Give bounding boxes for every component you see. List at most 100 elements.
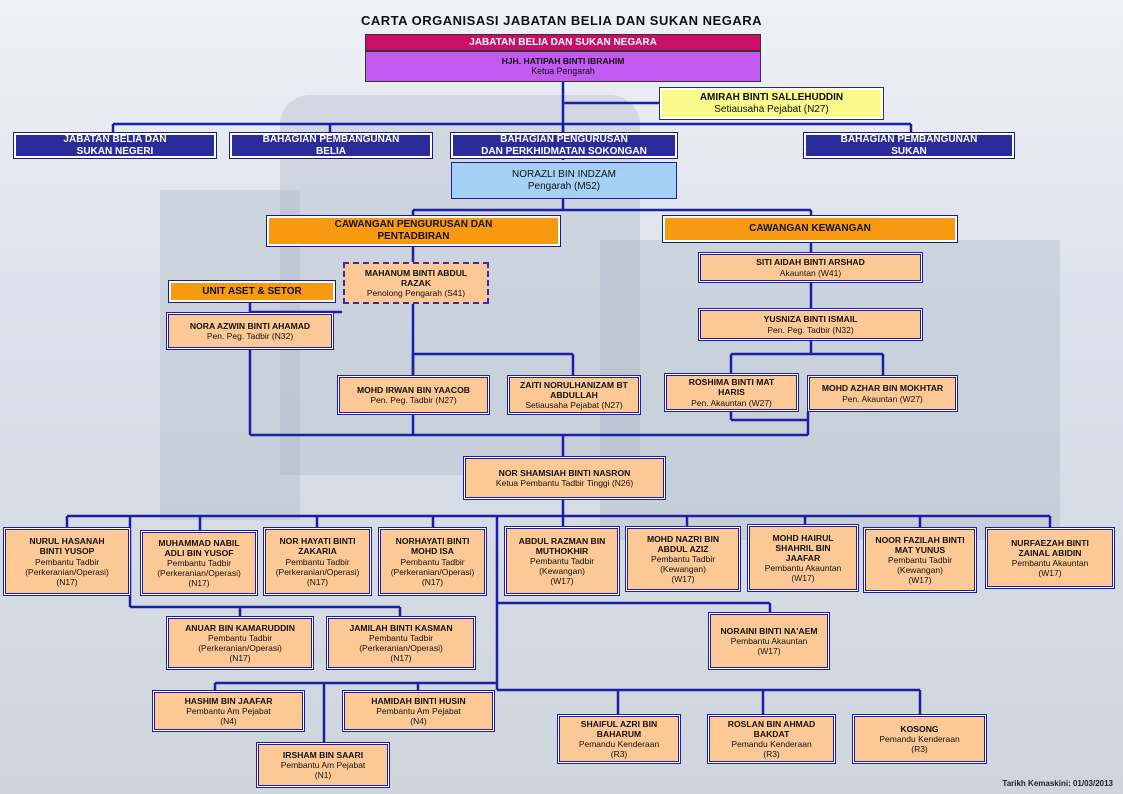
- person-grade: (W17): [1038, 568, 1062, 579]
- person-noraini: NORAINI BINTI NA'AEM Pembantu Akauntan (…: [708, 612, 830, 670]
- division-state-youth-sports: JABATAN BELIA DAN SUKAN NEGERI: [13, 132, 217, 159]
- person-yusniza: YUSNIZA BINTI ISMAIL Pen. Peg. Tadbir (N…: [698, 308, 923, 341]
- person-role: Pen. Peg. Tadbir (N32): [767, 324, 854, 335]
- person-role: Pembantu Tadbir: [166, 558, 232, 569]
- person-name: MOHD NAZRI BIN: [646, 533, 720, 544]
- person-name: MUHAMMAD NABIL: [158, 537, 240, 548]
- person-name: MAHANUM BINTI ABDUL: [364, 267, 468, 278]
- division-label-line1: JABATAN BELIA DAN: [63, 133, 167, 145]
- division-label-line2: BELIA: [316, 145, 346, 157]
- division-label-line2: DAN PERKHIDMATAN SOKONGAN: [481, 145, 647, 157]
- department-header: JABATAN BELIA DAN SUKAN NEGARA: [365, 34, 761, 51]
- division-label-line2: SUKAN: [891, 145, 927, 157]
- person-name-cont: MOHD ISA: [411, 546, 454, 557]
- director-general-role: Ketua Pengarah: [531, 66, 595, 77]
- person-role: Pembantu Tadbir: [650, 554, 716, 565]
- person-name: SITI AIDAH BINTI ARSHAD: [756, 257, 865, 268]
- person-shaiful: SHAIFUL AZRI BIN BAHARUM Pemandu Kendera…: [557, 714, 681, 764]
- person-role: Pembantu Am Pejabat: [186, 706, 271, 717]
- person-grade: (W17): [908, 575, 932, 586]
- branch-finance-label: CAWANGAN KEWANGAN: [749, 223, 871, 235]
- person-nora-azwin: NORA AZWIN BINTI AHAMAD Pen. Peg. Tadbir…: [166, 312, 334, 350]
- person-role-detail: (Perkeranian/Operasi): [390, 566, 475, 577]
- person-grade: (N17): [188, 578, 210, 589]
- person-grade: (R3): [610, 749, 628, 760]
- person-kosong: KOSONG Pemandu Kenderaan (R3): [852, 714, 987, 764]
- division-management-support: BAHAGIAN PENGURUSAN DAN PERKHIDMATAN SOK…: [450, 132, 678, 159]
- person-grade: (N17): [229, 653, 251, 664]
- person-grade: (W17): [550, 576, 574, 587]
- person-grade: (R3): [911, 744, 928, 755]
- person-name: MOHD AZHAR BIN MOKHTAR: [821, 383, 944, 394]
- person-name: MOHD IRWAN BIN YAACOB: [356, 384, 470, 395]
- person-name: NURUL HASANAH: [29, 536, 105, 547]
- branch-admin-line2: PENTADBIRAN: [377, 231, 450, 242]
- person-name: NORHAYATI BINTI: [395, 536, 470, 547]
- person-name: NOR SHAMSIAH BINTI NASRON: [498, 467, 631, 478]
- director-name: NORAZLI BIN INDZAM: [512, 168, 616, 180]
- person-grade: (W17): [757, 646, 781, 657]
- person-grade: (R3): [763, 749, 780, 760]
- person-siti-aidah: SITI AIDAH BINTI ARSHAD Akauntan (W41): [698, 252, 923, 283]
- person-role-detail: (Perkeranian/Operasi): [275, 566, 360, 577]
- person-name: ROSLAN BIN AHMAD: [727, 718, 816, 729]
- person-name: HASHIM BIN JAAFAR: [184, 695, 273, 706]
- person-abdul-razman: ABDUL RAZMAN BIN MUTHOKHIR Pembantu Tadb…: [504, 526, 620, 596]
- person-role: Pen. Akauntan (W27): [842, 393, 923, 404]
- person-irsham: IRSHAM BIN SAARI Pembantu Am Pejabat (N1…: [256, 742, 390, 788]
- person-name: YUSNIZA BINTI ISMAIL: [763, 314, 858, 325]
- person-role: Pembantu Tadbir: [887, 555, 953, 566]
- person-name: ROSHIMA BINTI MAT: [688, 377, 775, 388]
- person-nor-shamsiah: NOR SHAMSIAH BINTI NASRON Ketua Pembantu…: [463, 456, 666, 500]
- person-name-cont: ZAKARIA: [298, 546, 337, 557]
- person-role: Pembantu Akauntan: [764, 563, 842, 574]
- person-role: Pen. Peg. Tadbir (N32): [206, 331, 294, 342]
- person-zaiti: ZAITI NORULHANIZAM BT ABDULLAH Setiausah…: [507, 375, 641, 415]
- person-role: Pembantu Tadbir: [285, 556, 350, 567]
- person-role: Pembantu Tadbir: [207, 633, 273, 644]
- person-name: ABDUL RAZMAN BIN: [518, 535, 606, 546]
- person-grade: (N4): [220, 716, 237, 727]
- person-role: Ketua Pembantu Tadbir Tinggi (N26): [495, 478, 634, 489]
- person-mahanum: MAHANUM BINTI ABDUL RAZAK Penolong Penga…: [343, 262, 489, 304]
- person-name: NOOR FAZILAH BINTI: [875, 534, 965, 545]
- person-name-cont: BAHARUM: [596, 728, 642, 739]
- unit-asset-label: UNIT ASET & SETOR: [202, 285, 302, 297]
- person-role: Pembantu Tadbir: [368, 633, 434, 644]
- branch-admin: CAWANGAN PENGURUSAN DAN PENTADBIRAN: [266, 215, 561, 247]
- person-nurfaezah: NURFAEZAH BINTI ZAINAL ABIDIN Pembantu A…: [985, 527, 1115, 589]
- branch-admin-line1: CAWANGAN PENGURUSAN DAN: [334, 219, 493, 231]
- person-name: SHAIFUL AZRI BIN: [580, 718, 658, 729]
- person-name-cont: JAAFAR: [785, 553, 821, 564]
- person-name: NORAINI BINTI NA'AEM: [720, 625, 818, 636]
- person-name-cont: ADLI BIN YUSOF: [164, 547, 234, 558]
- person-mohd-azhar: MOHD AZHAR BIN MOKHTAR Pen. Akauntan (W2…: [807, 375, 958, 412]
- person-name-cont: ZAINAL ABIDIN: [1018, 547, 1082, 558]
- person-grade: (N17): [390, 653, 412, 664]
- person-grade: (W17): [791, 573, 815, 584]
- person-hashim: HASHIM BIN JAAFAR Pembantu Am Pejabat (N…: [152, 690, 305, 732]
- person-mohd-nazri: MOHD NAZRI BIN ABDUL AZIZ Pembantu Tadbi…: [625, 526, 741, 592]
- person-role: Pembantu Tadbir: [529, 556, 595, 567]
- person-name-cont: BAKDAT: [753, 728, 790, 739]
- person-hamidah: HAMIDAH BINTI HUSIN Pembantu Am Pejabat …: [342, 690, 495, 732]
- person-anuar: ANUAR BIN KAMARUDDIN Pembantu Tadbir (Pe…: [166, 616, 314, 670]
- director-general-name: HJH. HATIPAH BINTI IBRAHIM: [501, 56, 625, 67]
- person-role: Pemandu Kenderaan: [731, 739, 812, 750]
- branch-finance: CAWANGAN KEWANGAN: [662, 215, 958, 243]
- person-role-detail: (Perkeranian/Operasi): [359, 643, 443, 654]
- person-name: JAMILAH BINTI KASMAN: [349, 622, 453, 633]
- person-name-cont: HARIS: [718, 387, 745, 398]
- person-roshima: ROSHIMA BINTI MAT HARIS Pen. Akauntan (W…: [664, 373, 799, 412]
- person-name-cont: MUTHOKHIR: [535, 545, 589, 556]
- person-nurul-hasanah: NURUL HASANAH BINTI YUSOP Pembantu Tadbi…: [3, 527, 131, 596]
- person-role: Setiausaha Pejabat (N27): [525, 400, 623, 411]
- person-mohd-irwan: MOHD IRWAN BIN YAACOB Pen. Peg. Tadbir (…: [337, 375, 490, 415]
- division-sports-development: BAHAGIAN PEMBANGUNAN SUKAN: [803, 132, 1015, 159]
- person-name: NURFAEZAH BINTI: [1011, 537, 1089, 548]
- person-grade: (N4): [410, 716, 427, 727]
- person-role-detail: (Kewangan): [897, 565, 943, 576]
- secretary-box: AMIRAH BINTI SALLEHUDDIN Setiausaha Peja…: [659, 87, 884, 120]
- division-label-line1: BAHAGIAN PENGURUSAN: [500, 133, 628, 145]
